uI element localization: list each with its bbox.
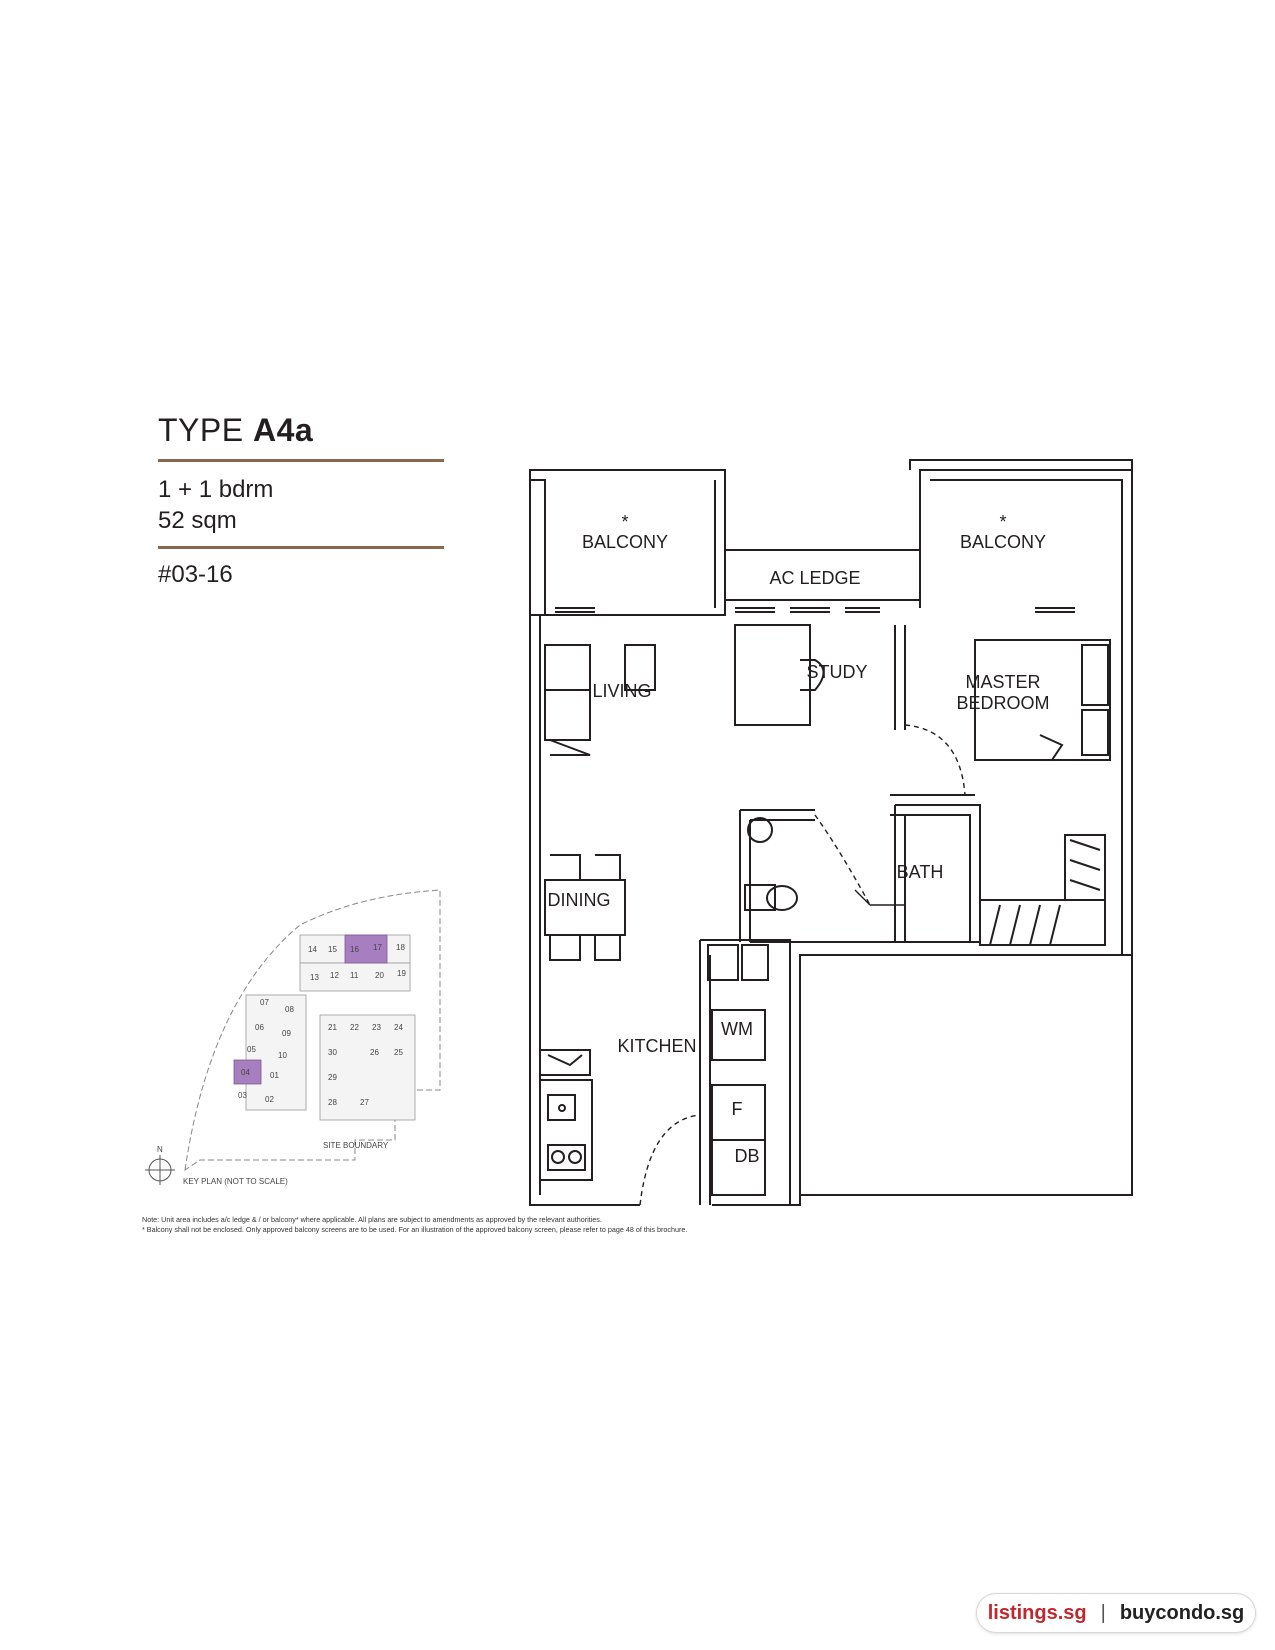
- kp-unit: 12: [330, 971, 339, 980]
- db-label: DB: [734, 1146, 759, 1166]
- site-boundary-label: SITE BOUNDARY: [323, 1141, 389, 1150]
- watermark-badge: listings.sg | buycondo.sg: [976, 1593, 1256, 1633]
- master-bedroom-label-1: MASTER: [965, 672, 1040, 692]
- kp-unit: 13: [310, 973, 319, 982]
- kp-unit: 27: [360, 1098, 369, 1107]
- ac-ledge-label: AC LEDGE: [769, 568, 860, 588]
- bedroom-count: 1 + 1 bdrm: [158, 476, 274, 503]
- kp-unit: 03: [238, 1091, 247, 1100]
- kp-unit: 26: [370, 1048, 379, 1057]
- north-arrow-icon: [145, 1155, 175, 1185]
- watermark-separator: |: [1100, 1601, 1106, 1624]
- balcony-right-star: *: [999, 512, 1006, 532]
- master-bedroom-label-2: BEDROOM: [956, 693, 1049, 713]
- divider: [158, 459, 444, 462]
- balcony-left-label: BALCONY: [582, 532, 668, 552]
- kp-unit: 02: [265, 1095, 274, 1104]
- bath-label: BATH: [897, 862, 944, 882]
- kp-unit: 22: [350, 1023, 359, 1032]
- divider: [158, 546, 444, 549]
- unit-area: 52 sqm: [158, 507, 237, 534]
- kp-unit: 10: [278, 1051, 287, 1060]
- kp-unit: 20: [375, 971, 384, 980]
- key-plan: 14 15 16 17 18 13 12 11 20 19 07 08 06 0…: [145, 889, 441, 1186]
- balcony-right-label: BALCONY: [960, 532, 1046, 552]
- kp-unit: 17: [373, 943, 382, 952]
- key-plan-caption: KEY PLAN (NOT TO SCALE): [183, 1177, 288, 1186]
- kp-unit: 15: [328, 945, 337, 954]
- key-plan-highlight: [233, 934, 388, 1085]
- ac-ledge-outline: [725, 549, 921, 608]
- wm-label: WM: [721, 1019, 753, 1039]
- watermark-site-2: buycondo.sg: [1119, 1601, 1245, 1624]
- kp-unit: 04: [241, 1068, 250, 1077]
- kitchen-label: KITCHEN: [617, 1036, 696, 1056]
- kp-unit: 16: [350, 945, 359, 954]
- north-label: N: [157, 1145, 163, 1154]
- kp-unit: 08: [285, 1005, 294, 1014]
- kp-unit: 14: [308, 945, 317, 954]
- dining-label: DINING: [548, 890, 611, 910]
- study-label: STUDY: [806, 662, 867, 682]
- kp-unit: 18: [396, 943, 405, 952]
- kp-unit: 01: [270, 1071, 279, 1080]
- living-label: LIVING: [592, 681, 651, 701]
- watermark-site-1: listings.sg: [987, 1601, 1087, 1624]
- kp-unit: 19: [397, 969, 406, 978]
- fridge-label: F: [732, 1099, 743, 1119]
- kp-unit: 05: [247, 1045, 256, 1054]
- kp-unit: 24: [394, 1023, 403, 1032]
- kp-unit: 29: [328, 1073, 337, 1082]
- outer-wall: [529, 469, 726, 616]
- unit-info: TYPE A4a 1 + 1 bdrm 52 sqm #03-16: [158, 412, 444, 589]
- kp-unit: 11: [350, 971, 359, 980]
- kp-unit: 06: [255, 1023, 264, 1032]
- kp-unit: 30: [328, 1048, 337, 1057]
- kp-unit: 09: [282, 1029, 291, 1038]
- type-code: A4a: [252, 412, 314, 448]
- plan-notes: Note: Unit area includes a/c ledge & / o…: [142, 1215, 687, 1235]
- unit-number: #03-16: [158, 561, 233, 588]
- kp-unit: 23: [372, 1023, 381, 1032]
- balcony-left-star: *: [621, 512, 628, 532]
- type-prefix: TYPE: [158, 412, 244, 448]
- kp-unit: 07: [260, 998, 269, 1007]
- kp-unit: 28: [328, 1098, 337, 1107]
- unit-type-title: TYPE A4a: [158, 412, 444, 449]
- kp-unit: 25: [394, 1048, 403, 1057]
- kp-unit: 21: [328, 1023, 337, 1032]
- note-line-1: Note: Unit area includes a/c ledge & / o…: [142, 1215, 602, 1224]
- note-line-2: * Balcony shall not be enclosed. Only ap…: [142, 1225, 688, 1234]
